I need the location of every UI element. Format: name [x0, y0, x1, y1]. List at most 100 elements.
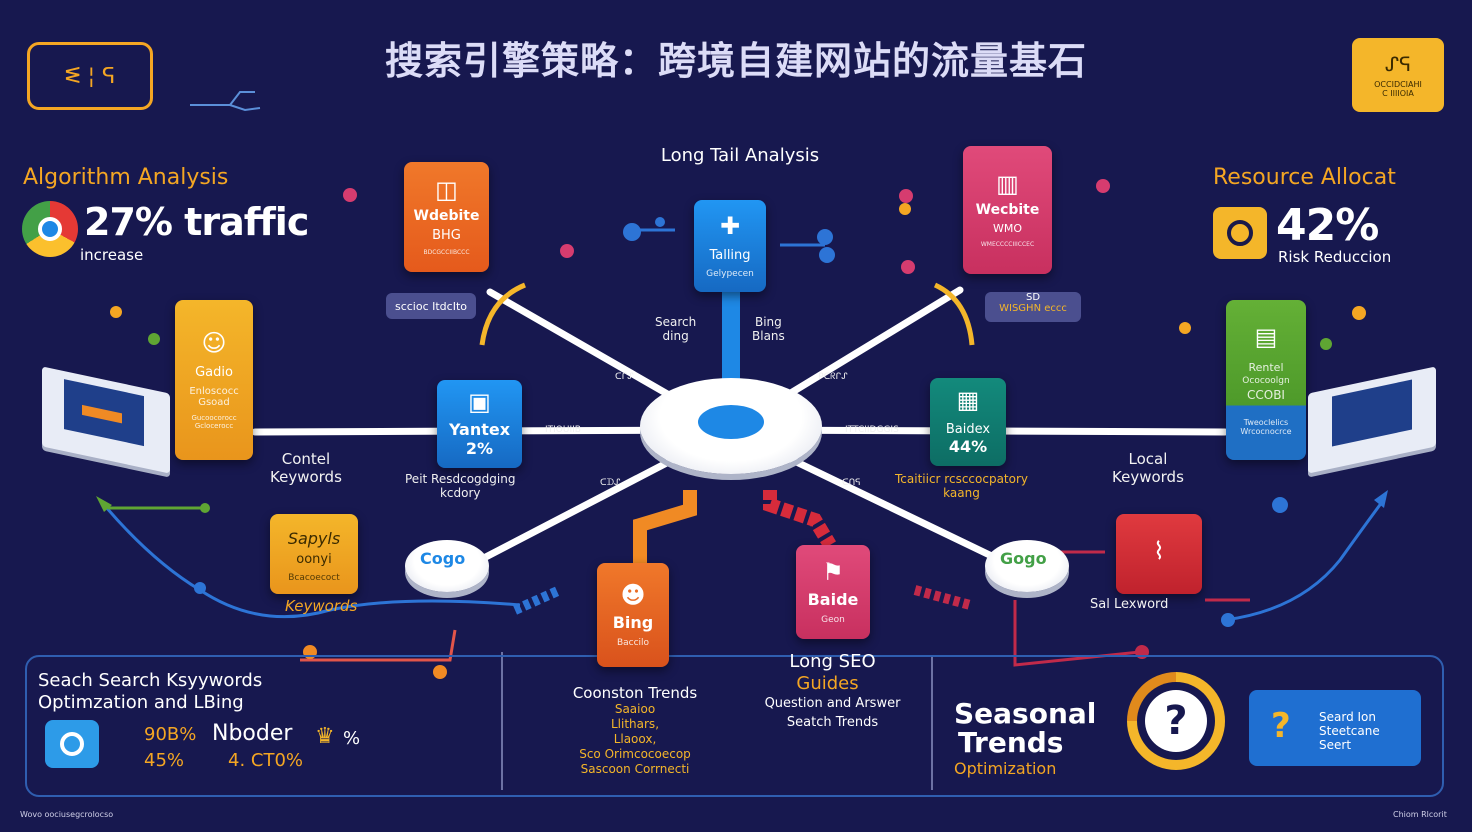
long-tail-label: Long Tail Analysis — [660, 145, 820, 166]
arc-right — [933, 282, 975, 346]
search-bubble: sccioc ItdcIto — [386, 293, 476, 319]
card-red-keyword[interactable]: ⌇ — [1116, 514, 1202, 594]
card-line-1: Yantex — [448, 420, 511, 439]
document-icon: ▦ — [956, 386, 980, 414]
hub-blue-base — [698, 405, 764, 439]
card-line-1: Wdebite — [413, 208, 480, 224]
card-line-2: Ococoolgn — [1242, 375, 1290, 386]
flag-icon: ⚑ — [822, 557, 844, 586]
mobile-icon: ▥ — [996, 170, 1019, 198]
puzzle-icon: ✚ — [719, 211, 741, 240]
tablet-icon: ▣ — [468, 388, 491, 416]
chart-icon: ▤ — [1254, 322, 1278, 351]
card-baidex[interactable]: ▦ Baidex 44% — [930, 378, 1006, 466]
bottom-left-title-1: Seach Search Ksyywords — [38, 670, 263, 691]
seasonal-title-2: Trends — [958, 726, 1064, 759]
resource-stat: 42% — [1276, 200, 1379, 251]
local-keywords-label: Local Keywords — [1112, 450, 1184, 486]
card-line-1: Gadio — [195, 364, 233, 380]
trend-line-5: Sascoon Corrnecti — [580, 762, 690, 776]
card-line-5: Wrcocnocrce — [1240, 426, 1292, 436]
card-website-wmo[interactable]: ▥ Wecbite WMO WMECCCCIIICCEC — [963, 146, 1052, 274]
spoke-label-ne: ᑭᑕᖇᒋᔑ — [818, 372, 848, 382]
keywords-label: Keywords — [285, 597, 358, 615]
trend-line-4: Sco Orimcocoecop — [579, 747, 691, 761]
card-line-2: 44% — [948, 437, 988, 456]
card-keywords-yellow[interactable]: Sapyls oonyi Bcacoecoct — [270, 514, 358, 594]
gogo-disc-right[interactable] — [985, 540, 1069, 592]
long-seo-title: Long SEO — [789, 651, 876, 672]
card-line-3: Gsoad — [198, 396, 230, 408]
orange-ribbon — [633, 490, 697, 565]
peit-text: Peit Resdcogdging kcdory — [405, 472, 516, 500]
stat-4ct: 4. CT0% — [228, 750, 304, 771]
card-line-2: oonyi — [296, 552, 332, 567]
footer-left-text: Wovo oociusegcrolocso — [20, 810, 114, 819]
top-right-badge: ᔑᕋ OCCIDCIAHI C IIIIOIA — [1352, 38, 1444, 112]
people-icon: ☺ — [201, 328, 227, 357]
seasonal-title-1: Seasonal — [954, 697, 1097, 730]
blue-curve-right — [1224, 497, 1387, 622]
card-line-3: Bcacoecoct — [288, 573, 340, 583]
info-line-1: Seard Ion — [1319, 710, 1376, 724]
cogo-disc-left[interactable] — [405, 540, 489, 592]
trend-line-1: Saaioo — [614, 702, 656, 716]
magnifier-button[interactable] — [45, 720, 99, 768]
bing-blans-label: Bing Blans — [752, 315, 785, 343]
stat-45: 45% — [144, 750, 185, 771]
long-seo-line-2: Seatch Trends — [786, 715, 879, 730]
coonston-trends-list: Saaioo Llithars, Llaoox, Sco Orimcocoeco… — [555, 702, 715, 777]
spoke-label-se: ᑕᑎᕋ — [842, 478, 861, 488]
spoke-label-nw: ᑕᒋᔑ — [615, 372, 634, 382]
spoke-label-e: ITTCIIDGGIS — [845, 425, 899, 435]
stat-percent: % — [343, 728, 361, 749]
spoke-label-w: ITIOUIIB — [545, 425, 581, 435]
question-ring[interactable]: ? — [1127, 672, 1225, 770]
card-line-2: Baccilo — [616, 637, 650, 648]
algorithm-label: Algorithm Analysis — [23, 165, 229, 190]
badge-line-3: C IIIIOIA — [1382, 89, 1414, 98]
trend-line-3: Llaoox, — [613, 732, 657, 746]
card-line-2: 2% — [465, 439, 494, 458]
card-rentel[interactable]: ▤ Rentel Ococoolgn CCOBI Tweoclelics Wrc… — [1226, 300, 1306, 460]
card-website-bhg[interactable]: ◫ Wdebite BHG BDCGCCIIBCCC — [404, 162, 489, 272]
trophy-icon: ♛ — [315, 724, 335, 749]
sd-bubble-line-1: SD — [1025, 292, 1041, 303]
trend-line-2: Llithars, — [610, 717, 660, 731]
map-icon: ⌇ — [1153, 537, 1165, 565]
badge-icons: ᓬ ¦ ᕋ — [64, 63, 116, 89]
card-line-5: Gclocerocc — [194, 421, 234, 430]
card-line-2: WMO — [992, 222, 1023, 235]
seasonal-info-box[interactable]: ? Seard Ion Steetcane Seert — [1249, 690, 1421, 766]
top-left-badge: ᓬ ¦ ᕋ — [27, 42, 153, 110]
search-ding-label: Search ding — [655, 315, 697, 343]
coonston-trends-title: Coonston Trends — [572, 684, 698, 702]
card-line-2: Gelypecen — [706, 268, 754, 279]
card-yantex[interactable]: ▣ Yantex 2% — [437, 380, 522, 468]
user-icon: ☻ — [620, 580, 646, 609]
search-bubble-text: sccioc ItdcIto — [394, 299, 468, 313]
sd-bubble-line-2: WISGHN eccc — [999, 303, 1067, 314]
resource-label: Resource Allocat — [1213, 165, 1396, 190]
card-bing-bottom[interactable]: ☻ Bing Baccilo — [597, 563, 669, 667]
card-line-3: BDCGCCIIBCCC — [423, 249, 470, 256]
bottom-left-title-2: Optimzation and LBing — [38, 692, 244, 713]
card-talling[interactable]: ✚ Talling Gelypecen — [694, 200, 766, 292]
resource-sub: Risk Reduccion — [1278, 248, 1392, 266]
sal-keyword-label: Sal Lexword — [1090, 597, 1169, 612]
card-baide-bottom[interactable]: ⚑ Baide Geon — [796, 545, 870, 639]
card-line-1: Sapyls — [287, 529, 341, 548]
blue-curve-left — [98, 499, 521, 619]
card-line-1: Talling — [709, 247, 751, 263]
card-line-1: Wecbite — [975, 202, 1040, 218]
search-icon — [1213, 207, 1267, 259]
browser-icon: ◫ — [435, 176, 458, 204]
card-line-1: Baidex — [945, 422, 991, 437]
badge-logo-icon: ᔑᕋ — [1384, 52, 1412, 76]
card-line-1: Baide — [807, 589, 859, 609]
bottom-panel — [25, 655, 1444, 797]
card-gadio[interactable]: ☺ Gadio Enloscocc Gsoad Gucoocorocc Gclo… — [175, 300, 253, 460]
algorithm-sub: increase — [80, 246, 144, 264]
magnifier-icon — [60, 732, 84, 756]
tecol-text: Tcaitiicr rcsccocpatory kaang — [895, 472, 1029, 500]
